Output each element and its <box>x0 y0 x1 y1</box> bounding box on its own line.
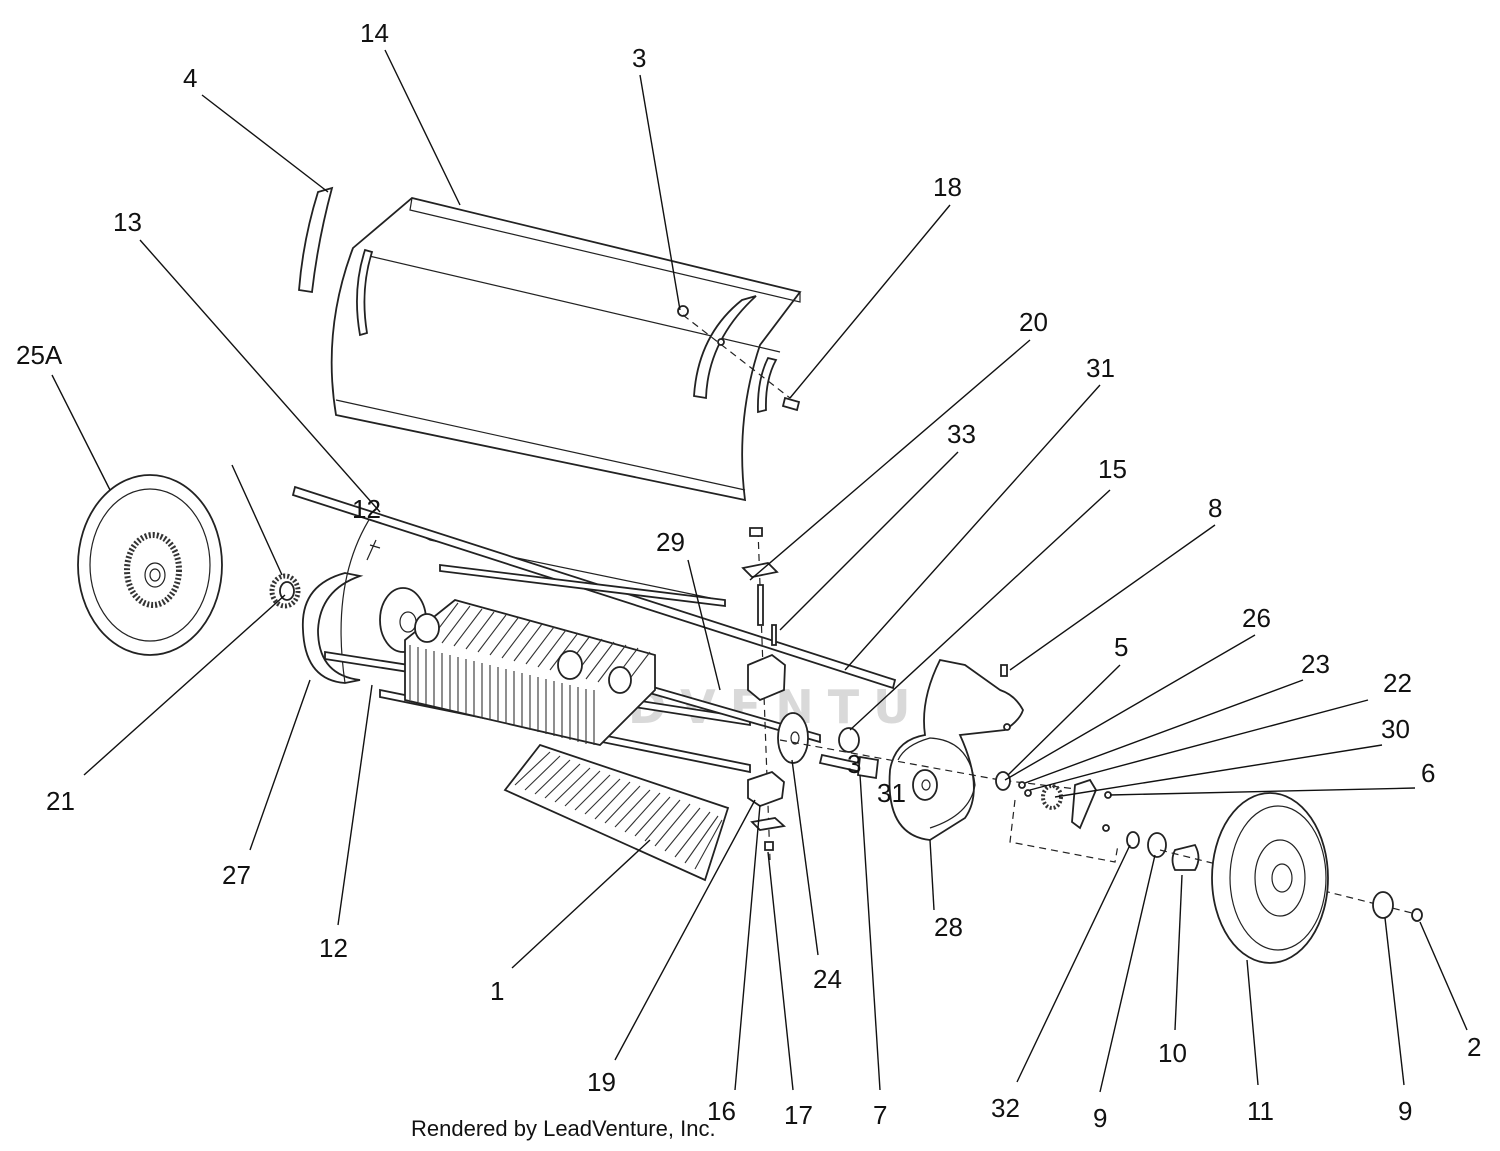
left-wheel <box>77 474 223 656</box>
callout-6: 6 <box>1421 758 1435 788</box>
right-wheel <box>1211 792 1329 964</box>
washer-9a <box>1147 832 1167 858</box>
callout-9-left: 9 <box>1093 1103 1107 1133</box>
callout-32: 32 <box>991 1093 1020 1123</box>
callout-3-inline: 3 <box>847 749 861 779</box>
pin-8 <box>1000 664 1008 677</box>
center-nut-top <box>749 527 763 537</box>
center-bracket-upper <box>747 653 786 702</box>
callout-31-inline: 31 <box>877 778 906 808</box>
callout-3: 3 <box>632 43 646 73</box>
cover-nut <box>717 338 725 346</box>
bolt-7-head <box>857 755 879 780</box>
hopper-cover <box>330 197 802 502</box>
cover-screw <box>677 305 689 317</box>
callout-28: 28 <box>934 912 963 942</box>
right-dashline <box>779 739 1086 791</box>
gear-22 <box>1041 784 1063 810</box>
washer-9b <box>1372 891 1394 919</box>
callout-11: 11 <box>1247 1096 1274 1126</box>
callout-20: 20 <box>1019 307 1048 337</box>
callout-5: 5 <box>1114 632 1128 662</box>
pinion-gear-21 <box>269 573 301 609</box>
pawl-30 <box>1071 778 1098 830</box>
callout-26: 26 <box>1242 603 1271 633</box>
right-side-frame <box>888 658 1024 841</box>
callout-17: 17 <box>784 1100 813 1130</box>
handle-bracket-right <box>693 295 757 400</box>
center-pin-33 <box>771 624 777 646</box>
center-nut-bottom <box>764 841 774 851</box>
callout-2: 2 <box>1467 1032 1481 1062</box>
callout-31: 31 <box>1086 353 1115 383</box>
cover-screw-dashline <box>682 314 791 399</box>
callout-24: 24 <box>813 964 842 994</box>
callout-7: 7 <box>873 1100 887 1130</box>
callout-18: 18 <box>933 172 962 202</box>
handle-bracket-left <box>298 186 334 294</box>
callout-16: 16 <box>707 1096 736 1126</box>
center-bracket-lower <box>747 770 785 808</box>
center-plate-top <box>741 562 779 578</box>
callout-12: 12 <box>319 933 348 963</box>
spacer-26 <box>1018 781 1026 789</box>
cover-bolt <box>781 396 801 412</box>
rod-upper-inner <box>439 563 726 608</box>
leader-lines <box>51 49 1468 1093</box>
callout-13: 13 <box>113 207 142 237</box>
callout-14: 14 <box>360 18 389 48</box>
spacer-15 <box>838 727 860 753</box>
callout-10: 10 <box>1158 1038 1187 1068</box>
callout-12-upper: 12 <box>352 494 381 524</box>
drive-disc-24 <box>777 712 809 764</box>
callout-33: 33 <box>947 419 976 449</box>
callout-9-right: 9 <box>1398 1096 1412 1126</box>
callout-19: 19 <box>587 1067 616 1097</box>
left-side-frame <box>301 514 721 684</box>
brush-strip <box>503 743 730 882</box>
callout-30: 30 <box>1381 714 1410 744</box>
callout-27: 27 <box>222 860 251 890</box>
washer-32 <box>1126 831 1140 849</box>
nut-23 <box>1024 789 1032 797</box>
nut-2 <box>1411 908 1423 922</box>
callout-1: 1 <box>490 976 504 1006</box>
brush-roll <box>404 599 656 746</box>
callout-29: 29 <box>656 527 685 557</box>
center-pin-20 <box>757 584 764 626</box>
callout-25a: 25A <box>16 340 63 370</box>
callout-21: 21 <box>46 786 75 816</box>
hardware-box-dashline <box>1009 799 1119 863</box>
callout-22: 22 <box>1383 668 1412 698</box>
callout-15: 15 <box>1098 454 1127 484</box>
callout-4: 4 <box>183 63 197 93</box>
washer-5 <box>995 771 1011 791</box>
callout-23: 23 <box>1301 649 1330 679</box>
credit-text: Rendered by LeadVenture, Inc. <box>411 1116 716 1141</box>
callout-8: 8 <box>1208 493 1222 523</box>
bushing-10 <box>1171 843 1200 871</box>
screw-6b <box>1102 824 1110 832</box>
center-plate-bottom <box>750 817 787 831</box>
